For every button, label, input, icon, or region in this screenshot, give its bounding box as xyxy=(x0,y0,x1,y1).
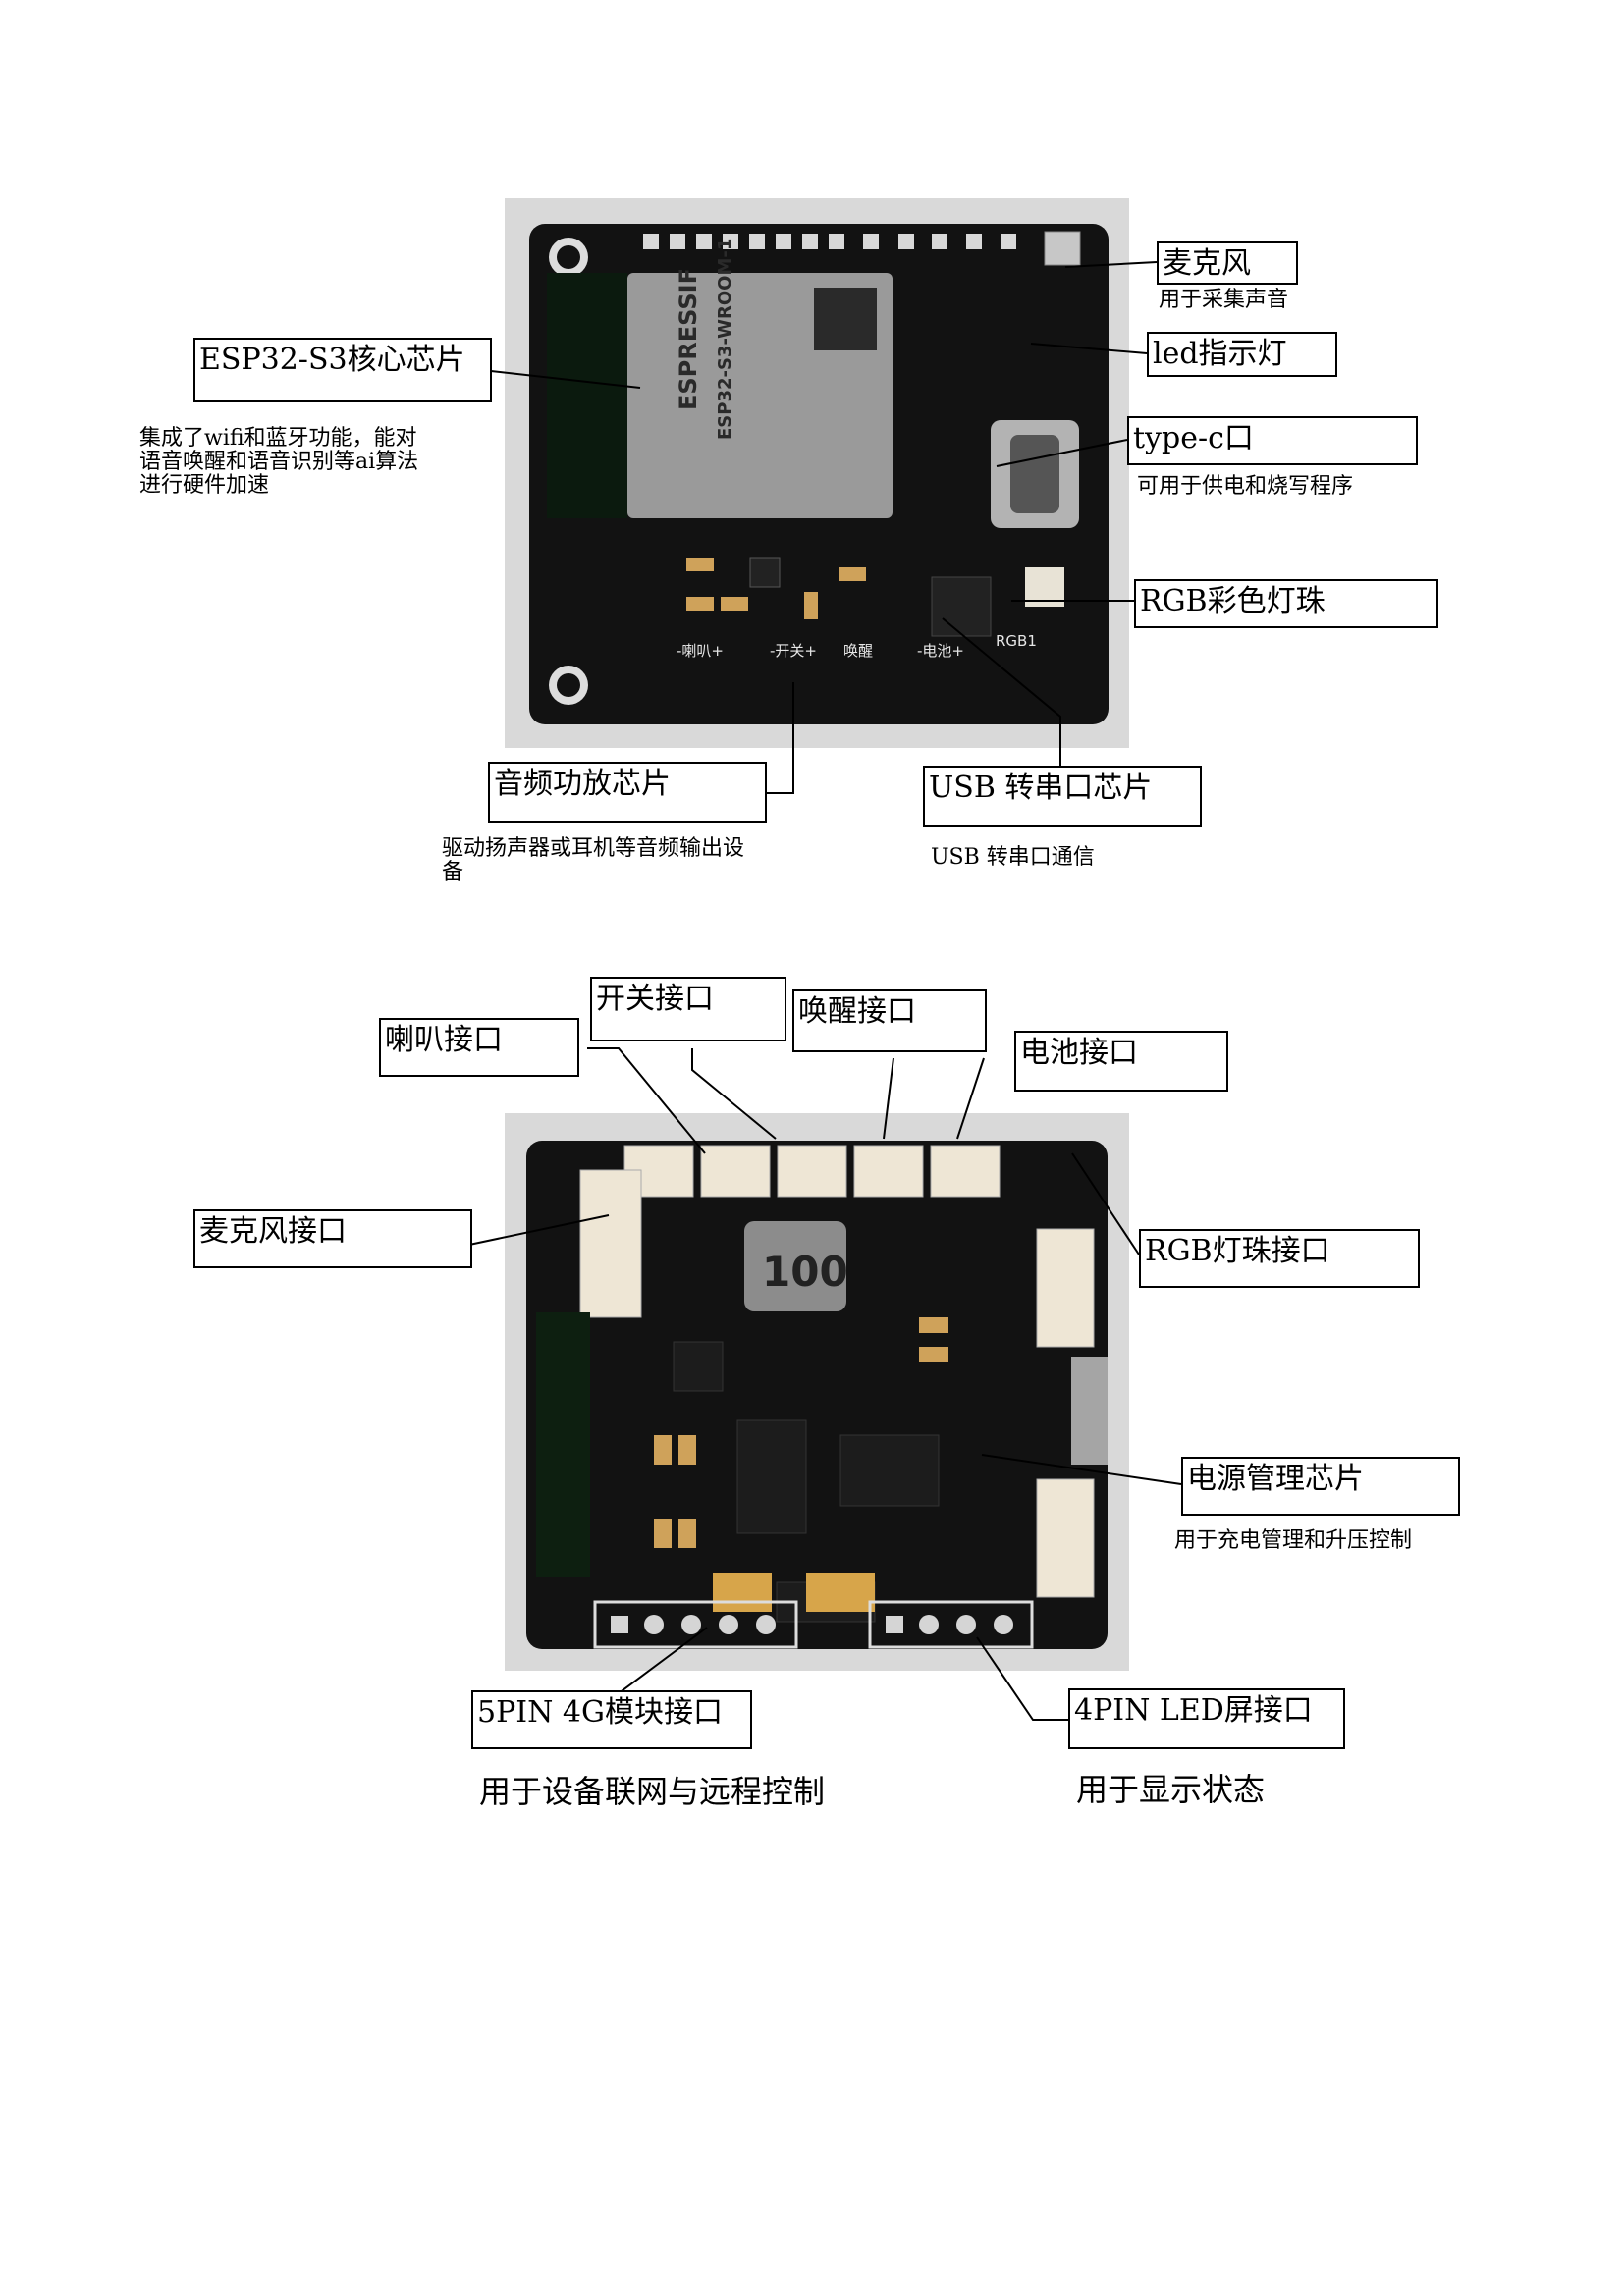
label-pin5-port: 5PIN 4G模块接口 xyxy=(471,1690,752,1749)
label-mic-port: 麦克风接口 xyxy=(193,1209,472,1268)
desc-mic: 用于采集声音 xyxy=(1159,288,1289,312)
desc-pin5-port: 用于设备联网与远程控制 xyxy=(479,1773,826,1810)
label-mic: 麦克风 xyxy=(1157,241,1298,285)
desc-typec: 可用于供电和烧写程序 xyxy=(1137,474,1354,499)
label-speaker-port: 喇叭接口 xyxy=(379,1018,579,1077)
top-board-photo: ESPRESSIF ESP32-S3-WROOM-1 -喇叭+ -开关+ 唤醒 … xyxy=(505,198,1129,748)
label-usb-serial: USB 转串口芯片 xyxy=(923,766,1202,827)
label-power-chip: 电源管理芯片 xyxy=(1181,1457,1460,1516)
bottom-pcb: 100 xyxy=(526,1141,1108,1649)
desc-pin4-port: 用于显示状态 xyxy=(1076,1771,1266,1808)
module-model: ESP32-S3-WROOM-1 xyxy=(715,239,735,440)
silk-speaker: -喇叭+ xyxy=(677,642,724,660)
desc-esp32-line2: 语音唤醒和语音识别等ai算法 xyxy=(139,450,419,474)
label-esp32: ESP32-S3核心芯片 xyxy=(193,338,492,402)
desc-audio-line1: 驱动扬声器或耳机等音频输出设 xyxy=(442,836,745,861)
silk-switch: -开关+ xyxy=(770,642,817,660)
top-pcb: ESPRESSIF ESP32-S3-WROOM-1 -喇叭+ -开关+ 唤醒 … xyxy=(529,224,1109,724)
label-audio-amp: 音频功放芯片 xyxy=(488,762,767,823)
silk-wake: 唤醒 xyxy=(843,642,873,660)
silk-battery: -电池+ xyxy=(917,642,964,660)
label-switch-port: 开关接口 xyxy=(590,977,786,1041)
bottom-board-photo: 100 xyxy=(505,1113,1129,1671)
silk-rgb: RGB1 xyxy=(996,632,1037,650)
desc-power-chip: 用于充电管理和升压控制 xyxy=(1174,1528,1413,1553)
label-typec: type-c口 xyxy=(1127,416,1418,465)
bottom-pcb-graphic: 100 xyxy=(536,1145,1108,1649)
desc-esp32-line1: 集成了wifi和蓝牙功能，能对 xyxy=(139,426,417,451)
module-brand: ESPRESSIF xyxy=(675,268,702,410)
label-led: led指示灯 xyxy=(1147,332,1337,377)
desc-audio-line2: 备 xyxy=(442,860,464,884)
label-rgb: RGB彩色灯珠 xyxy=(1134,579,1438,628)
label-wake-port: 唤醒接口 xyxy=(792,989,987,1052)
desc-usb-serial: USB 转串口通信 xyxy=(931,845,1095,870)
top-pcb-graphic: ESPRESSIF ESP32-S3-WROOM-1 -喇叭+ -开关+ 唤醒 … xyxy=(547,231,1081,705)
label-battery-port: 电池接口 xyxy=(1014,1031,1228,1092)
label-rgb-port: RGB灯珠接口 xyxy=(1139,1229,1420,1288)
silk-inductor: 100 xyxy=(762,1248,848,1296)
desc-esp32-line3: 进行硬件加速 xyxy=(139,473,270,498)
label-pin4-port: 4PIN LED屏接口 xyxy=(1068,1688,1345,1749)
